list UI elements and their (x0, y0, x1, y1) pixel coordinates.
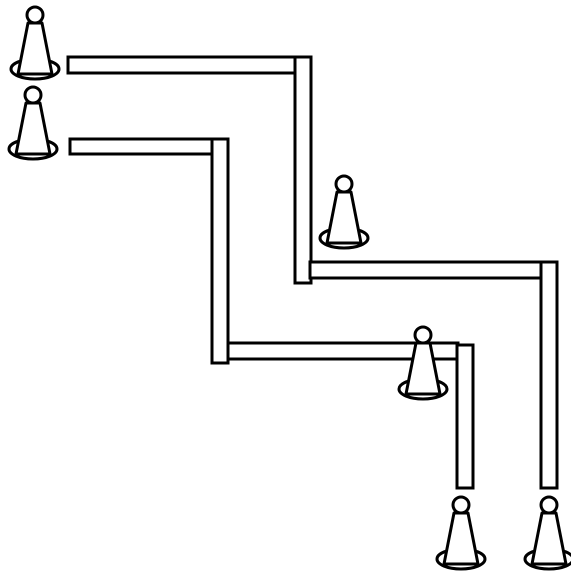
traffic-cone-icon (318, 174, 370, 250)
traffic-cone-icon (435, 495, 487, 571)
inner-path-segment-top (68, 137, 215, 156)
inner-path (68, 137, 475, 490)
outer-path-segment-middle (308, 260, 544, 280)
traffic-cone-icon (523, 495, 571, 571)
outer-path-segment-drop-1 (293, 55, 313, 285)
traffic-cone-icon (397, 325, 449, 401)
inner-path-segment-drop-1 (210, 137, 230, 365)
inner-path-segment-drop-2 (455, 343, 475, 490)
traffic-cone-icon (7, 85, 59, 161)
outer-path-segment-drop-2 (539, 260, 559, 490)
traffic-cone-icon (9, 5, 61, 81)
outer-path (66, 55, 559, 490)
outer-path-segment-top (66, 55, 298, 75)
